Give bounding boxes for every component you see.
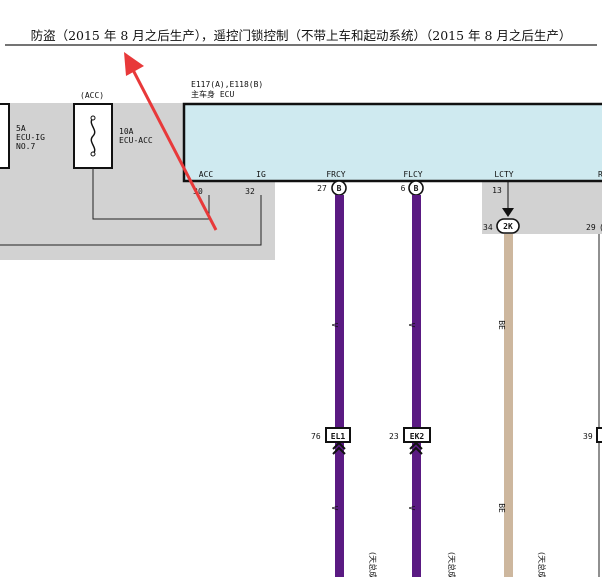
vertical-label-2: (天总成 <box>447 552 457 577</box>
lcty-arrow-icon <box>502 208 514 217</box>
wire-code-v-2: V <box>407 323 416 328</box>
main-body-ecu <box>182 102 602 183</box>
wire-code-v-1: V <box>330 323 339 328</box>
junction-2k-label: 2K <box>503 222 513 231</box>
fuse1-number: NO.7 <box>16 142 35 151</box>
pin-number-32: 32 <box>245 187 255 196</box>
junction-pin-34: 34 <box>483 223 493 232</box>
lower-wire-code-2: V <box>407 506 416 511</box>
lower-wire-code-1: V <box>330 506 339 511</box>
fuse1-name: ECU-IG <box>16 133 45 142</box>
wire-code-be: BE <box>497 320 506 330</box>
fuse-ecu-ig-box <box>0 103 10 169</box>
fuse-symbol-icon <box>90 117 96 155</box>
wire-lcty-beige <box>504 234 513 577</box>
acc-wire <box>92 168 210 220</box>
wire-flcy-violet <box>412 195 421 577</box>
fuse2-rating: 10A <box>119 127 134 136</box>
pin-number-6: 6 <box>401 184 406 193</box>
ecu-name: 主车身 ECU <box>191 89 234 99</box>
connector-right-partial <box>596 427 602 443</box>
connector-el1 <box>325 427 351 443</box>
connector-ek2 <box>403 427 431 443</box>
connector-ek2-chevron-icon <box>409 441 423 455</box>
vertical-label-1: (天总成 <box>368 552 378 577</box>
lower-pin-39: 39 <box>583 432 593 441</box>
vertical-label-3: (天总成 <box>537 552 547 577</box>
pin-number-27: 27 <box>317 184 327 193</box>
pin-number-30: 30 <box>193 187 203 196</box>
junction-conn-right: ( <box>599 223 602 232</box>
connector-ek2-label: EK2 <box>410 432 425 441</box>
connector-b-label-frcy: B <box>337 184 342 193</box>
pin-label-acc: ACC <box>199 170 214 179</box>
pin-label-r: R <box>598 170 602 179</box>
ig-wire <box>0 195 262 246</box>
pin-label-lcty: LCTY <box>494 170 513 179</box>
junction-2k-connector <box>496 218 520 234</box>
connector-b-label-flcy: B <box>414 184 419 193</box>
wire-frcy-violet <box>335 195 344 577</box>
pin-label-flcy: FLCY <box>403 170 422 179</box>
pin-label-ig: IG <box>256 170 266 179</box>
pin-label-frcy: FRCY <box>326 170 345 179</box>
lower-pin-76: 76 <box>311 432 321 441</box>
fuse1-rating: 5A <box>16 124 26 133</box>
lower-wire-code-3: BE <box>497 503 506 513</box>
connector-el1-label: EL1 <box>331 432 346 441</box>
junction-pin-29: 29 <box>586 223 596 232</box>
diagram-title: 防盗（2015 年 8 月之后生产），遥控门锁控制（不带上车和起动系统）（201… <box>31 28 572 43</box>
ecu-connectors: E117(A),E118(B) <box>191 80 263 89</box>
annotation-arrow-icon <box>124 52 144 76</box>
fuse2-name: ECU-ACC <box>119 136 153 145</box>
pin-number-13: 13 <box>492 186 502 195</box>
lower-pin-23: 23 <box>389 432 399 441</box>
connector-el1-chevron-icon <box>332 441 346 455</box>
annotation-arrow-shaft <box>130 67 218 231</box>
fuse2-tag: (ACC) <box>80 91 104 100</box>
